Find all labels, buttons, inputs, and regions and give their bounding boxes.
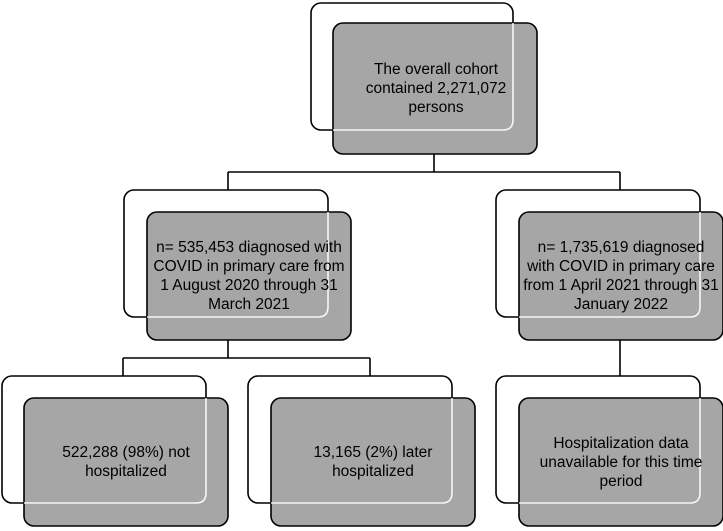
node-left-a [1, 375, 229, 527]
node-right-a [495, 375, 723, 527]
root-node-text: The overall cohort contained 2,271,072 p… [365, 61, 507, 116]
connector-root-to-children [227, 154, 621, 212]
node-root [310, 2, 538, 155]
left-b-node-text: 13,165 (2%) later hospitalized [313, 444, 433, 480]
node-right [495, 189, 723, 341]
right-node-text: n= 1,735,619 diagnosed with COVID in pri… [523, 239, 719, 313]
node-left-b [247, 375, 476, 527]
left-a-node-text: 522,288 (98%) not hospitalized [62, 444, 190, 480]
node-left [123, 189, 352, 341]
connector-left-to-children [122, 340, 371, 398]
left-node-text: n= 535,453 diagnosed with COVID in prima… [153, 239, 345, 313]
right-a-node-text: Hospitalization data unavailable for thi… [539, 434, 703, 490]
